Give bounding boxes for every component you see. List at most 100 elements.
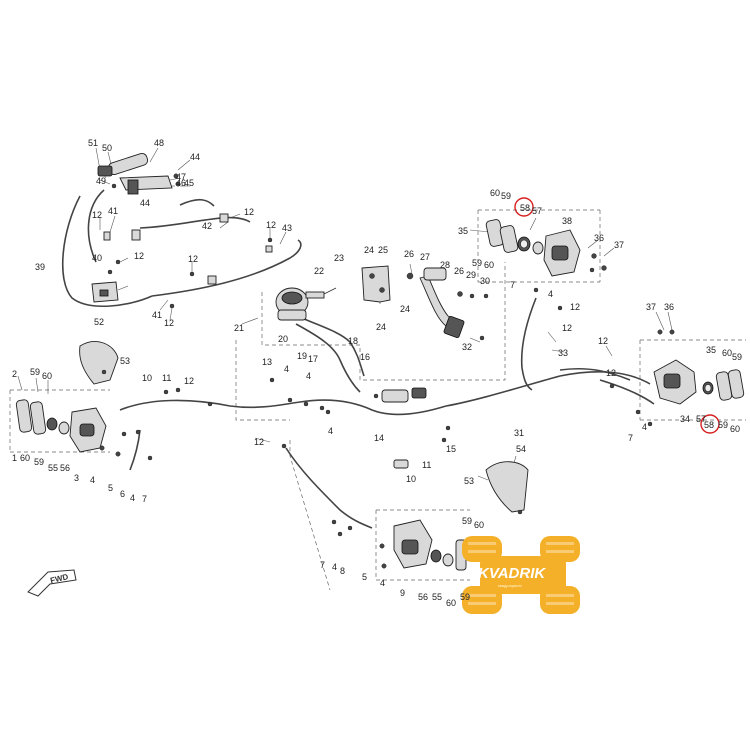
callout-26: 26	[454, 266, 464, 276]
callout-34: 34	[680, 414, 690, 424]
brake-hoses	[61, 189, 655, 529]
callout-51: 51	[88, 138, 98, 148]
cable-clamps	[103, 213, 273, 309]
callout-60: 60	[490, 188, 500, 198]
callout-58: 58	[704, 420, 714, 430]
callout-24: 24	[364, 245, 374, 255]
callout-57: 57	[696, 414, 706, 424]
callout-16: 16	[360, 352, 370, 362]
caliper-right-lower-34	[635, 329, 745, 427]
callout-59: 59	[34, 457, 44, 467]
callout-44: 44	[140, 198, 150, 208]
callout-41: 41	[152, 310, 162, 320]
callout-10: 10	[142, 373, 152, 383]
callout-53: 53	[120, 356, 130, 366]
callout-35: 35	[458, 226, 468, 236]
callout-49: 49	[96, 176, 106, 186]
callout-37: 37	[614, 240, 624, 250]
callout-55: 55	[432, 592, 442, 602]
callout-50: 50	[102, 143, 112, 153]
callout-59: 59	[732, 352, 742, 362]
callout-12: 12	[598, 336, 608, 346]
callout-56: 56	[418, 592, 428, 602]
callout-24: 24	[400, 304, 410, 314]
callout-33: 33	[558, 348, 568, 358]
callout-56: 56	[60, 463, 70, 473]
callout-12: 12	[164, 318, 174, 328]
callout-20: 20	[278, 334, 288, 344]
svg-text:KVADRIK: KVADRIK	[478, 565, 546, 582]
callout-12: 12	[266, 220, 276, 230]
callout-44: 44	[190, 152, 200, 162]
callout-15: 15	[446, 444, 456, 454]
callout-23: 23	[334, 253, 344, 263]
callout-7: 7	[628, 433, 633, 443]
master-cylinder-reservoir-20	[275, 287, 337, 321]
brake-junction-14	[373, 387, 451, 443]
fwd-label: FWD	[49, 572, 69, 585]
callout-36: 36	[664, 302, 674, 312]
callout-1: 1	[12, 453, 17, 463]
callout-59: 59	[718, 420, 728, 430]
callout-4: 4	[380, 578, 385, 588]
callout-54: 54	[516, 444, 526, 454]
kvadrik-watermark-logo: KVADRIK квадроцикли	[462, 536, 580, 614]
callout-21: 21	[234, 323, 244, 333]
callout-25: 25	[378, 245, 388, 255]
caliper-cover-54	[485, 461, 529, 515]
callout-48: 48	[154, 138, 164, 148]
callout-55: 55	[48, 463, 58, 473]
callout-59: 59	[460, 592, 470, 602]
callout-29: 29	[466, 270, 476, 280]
callout-59: 59	[472, 258, 482, 268]
callout-4: 4	[548, 289, 553, 299]
callout-41: 41	[108, 206, 118, 216]
callout-9: 9	[400, 588, 405, 598]
callout-22: 22	[314, 266, 324, 276]
callout-32: 32	[462, 342, 472, 352]
callout-60: 60	[722, 348, 732, 358]
callout-7: 7	[320, 560, 325, 570]
callout-53: 53	[464, 476, 474, 486]
callout-7: 7	[510, 280, 515, 290]
callout-57: 57	[532, 206, 542, 216]
callout-60: 60	[20, 453, 30, 463]
callout-12: 12	[244, 207, 254, 217]
callout-39: 39	[35, 262, 45, 272]
callout-27: 27	[420, 252, 430, 262]
highlight-markers	[514, 197, 720, 434]
callout-37: 37	[646, 302, 656, 312]
callout-4: 4	[306, 371, 311, 381]
callout-6: 6	[120, 489, 125, 499]
callout-18: 18	[348, 336, 358, 346]
brake-pedal-27	[361, 265, 489, 341]
callout-4: 4	[130, 493, 135, 503]
callout-36: 36	[594, 233, 604, 243]
caliper-top-right-38	[485, 219, 607, 311]
callout-59: 59	[30, 367, 40, 377]
callout-12: 12	[562, 323, 572, 333]
callout-52: 52	[94, 317, 104, 327]
callout-26: 26	[404, 249, 414, 259]
caliper-bottom-9	[331, 519, 467, 571]
callout-38: 38	[562, 216, 572, 226]
callout-4: 4	[284, 364, 289, 374]
callout-4: 4	[332, 562, 337, 572]
callout-4: 4	[642, 422, 647, 432]
callout-5: 5	[362, 572, 367, 582]
callout-47: 47	[176, 172, 186, 182]
callout-45: 45	[184, 178, 194, 188]
callout-11: 11	[422, 460, 431, 470]
callout-60: 60	[42, 371, 52, 381]
callout-30: 30	[480, 276, 490, 286]
callout-4: 4	[90, 475, 95, 485]
callout-28: 28	[440, 260, 450, 270]
callout-43: 43	[282, 223, 292, 233]
fitting-bolts	[135, 377, 615, 469]
fwd-arrow: FWD	[27, 569, 77, 597]
callout-35: 35	[706, 345, 716, 355]
caliper-cover-52	[79, 341, 119, 385]
